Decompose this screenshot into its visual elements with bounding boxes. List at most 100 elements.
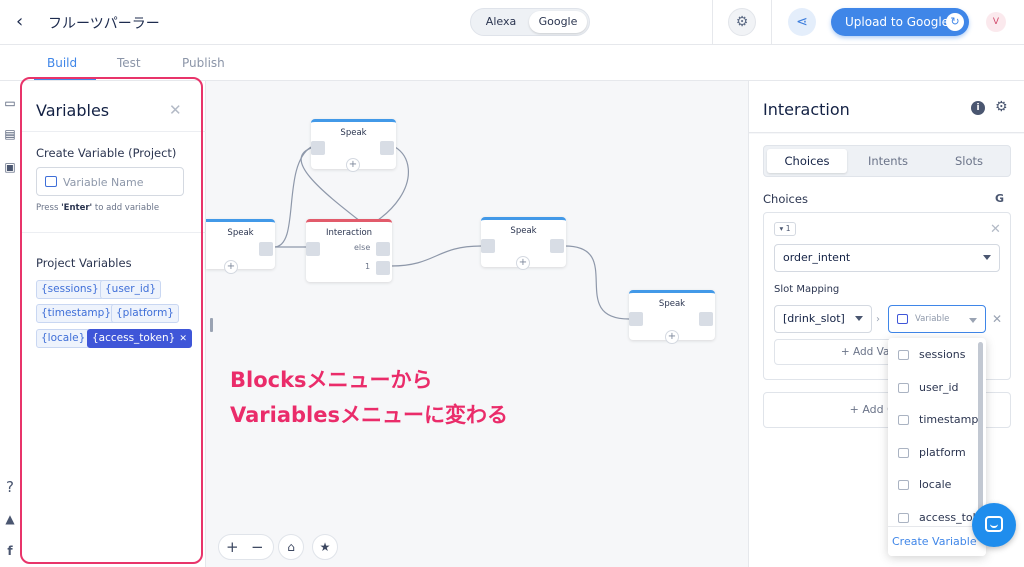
close-icon[interactable]: ✕	[169, 101, 182, 119]
variable-chip-selected[interactable]: {access_token}✕	[87, 329, 192, 348]
speak-block[interactable]: Speak +	[481, 217, 566, 270]
chat-support-button[interactable]	[972, 503, 1016, 547]
output-port[interactable]	[550, 239, 564, 253]
dropdown-footer: Create Variable	[888, 526, 986, 556]
output-port[interactable]	[699, 312, 713, 326]
panel-resize-handle[interactable]	[210, 318, 213, 332]
variable-icon	[898, 350, 909, 360]
tab-intents[interactable]: Intents	[867, 154, 909, 168]
variable-icon	[898, 383, 909, 393]
speak-block[interactable]: Speak +	[629, 290, 715, 344]
choice-number-dropdown[interactable]: ▾ 1	[774, 222, 796, 236]
slot-select[interactable]: [drink_slot]	[774, 305, 872, 333]
speak-block[interactable]: Speak +	[311, 119, 396, 172]
block-title: Interaction	[325, 228, 373, 238]
platform-google-button[interactable]: Google	[529, 11, 587, 33]
platform-toggle[interactable]: Alexa Google	[470, 8, 590, 36]
choices-label: Choices	[763, 192, 808, 206]
chevron-down-icon	[983, 255, 991, 260]
block-title: Speak	[510, 226, 537, 236]
avatar[interactable]: V	[986, 12, 1006, 32]
remove-icon[interactable]: ✕	[179, 334, 187, 344]
output-port[interactable]	[380, 141, 394, 155]
add-step-icon[interactable]: +	[516, 256, 530, 270]
dropdown-option[interactable]: access_token	[888, 502, 986, 534]
help-icon[interactable]: ?	[6, 478, 14, 496]
flow-canvas[interactable]: Speak + Speak + Interaction else 1 Speak…	[206, 81, 748, 567]
tab-slots[interactable]: Slots	[954, 154, 984, 168]
input-port[interactable]	[311, 141, 325, 155]
active-tab-indicator	[34, 78, 96, 80]
gear-icon[interactable]: ⚙	[995, 99, 1008, 115]
chevron-right-icon: ›	[876, 314, 880, 325]
star-icon[interactable]: ★	[312, 534, 338, 560]
variable-icon	[898, 415, 909, 425]
input-port[interactable]	[629, 312, 643, 326]
graduation-cap-icon[interactable]: ▲	[5, 512, 15, 526]
variable-icon	[898, 513, 909, 523]
monitor-icon[interactable]: ▭	[4, 96, 16, 110]
zoom-out-button[interactable]: −	[251, 538, 264, 556]
tab-test[interactable]: Test	[117, 56, 141, 70]
variable-name-field[interactable]	[36, 167, 184, 196]
variable-chip[interactable]: {locale}	[36, 329, 91, 348]
dropdown-option[interactable]: user_id	[888, 372, 976, 404]
speak-block[interactable]: Speak +	[206, 219, 275, 274]
chat-icon	[985, 516, 1003, 532]
dropdown-scrollbar[interactable]	[978, 342, 983, 518]
choice-port-label: 1	[365, 262, 371, 271]
facebook-icon[interactable]: f	[7, 544, 13, 558]
close-icon[interactable]: ✕	[990, 222, 1001, 237]
variable-chip[interactable]: {platform}	[111, 304, 179, 323]
add-step-icon[interactable]: +	[346, 158, 360, 172]
left-rail: ▭ ▤ ▣ ? ▲ f	[0, 81, 20, 567]
platform-alexa-button[interactable]: Alexa	[485, 15, 517, 28]
dropdown-option[interactable]: platform	[888, 437, 976, 469]
share-icon[interactable]: ⋖	[788, 8, 816, 36]
tab-choices[interactable]: Choices	[767, 149, 847, 173]
library-icon[interactable]: ▤	[4, 127, 16, 141]
variable-dropdown-menu: sessions user_id timestamp platform loca…	[888, 338, 986, 556]
intent-select[interactable]: order_intent	[774, 244, 1000, 272]
else-port-label: else	[354, 243, 371, 252]
google-icon: G	[995, 192, 1005, 205]
create-variable-link[interactable]: Create Variable	[892, 535, 977, 548]
variable-chip[interactable]: {user_id}	[100, 280, 162, 299]
info-icon[interactable]: i	[971, 101, 985, 115]
project-variables-label: Project Variables	[36, 256, 132, 270]
variable-select[interactable]: Variable	[888, 305, 986, 333]
interaction-block[interactable]: Interaction else 1	[306, 219, 392, 282]
tab-build[interactable]: Build	[47, 56, 78, 70]
home-icon[interactable]: ⌂	[278, 534, 304, 560]
create-variable-label: Create Variable (Project)	[36, 146, 177, 160]
input-port[interactable]	[481, 239, 495, 253]
upload-button-label: Upload to Google	[845, 15, 950, 29]
chevron-down-icon	[855, 316, 863, 321]
dropdown-option[interactable]: timestamp	[888, 404, 978, 436]
choice-output-port[interactable]	[376, 261, 390, 275]
upload-button[interactable]: Upload to Google ↻	[831, 8, 969, 36]
zoom-in-button[interactable]: +	[226, 538, 239, 556]
add-step-icon[interactable]: +	[665, 330, 679, 344]
input-port[interactable]	[306, 242, 320, 256]
remove-mapping-icon[interactable]: ✕	[992, 312, 1003, 326]
variable-name-input[interactable]	[63, 174, 179, 190]
zoom-controls: + −	[218, 534, 274, 560]
gear-icon[interactable]: ⚙	[728, 8, 756, 36]
dropdown-option[interactable]: locale	[888, 469, 976, 501]
else-output-port[interactable]	[376, 242, 390, 256]
tab-publish[interactable]: Publish	[182, 56, 225, 70]
divider	[712, 0, 713, 45]
project-title: フルーツパーラー	[48, 16, 160, 32]
divider	[20, 232, 206, 233]
variable-chip[interactable]: {sessions}	[36, 280, 104, 299]
variables-icon[interactable]: ▣	[4, 160, 16, 174]
add-step-icon[interactable]: +	[224, 260, 238, 274]
enter-hint: Press 'Enter' to add variable	[36, 203, 160, 213]
top-bar: ‹ フルーツパーラー Alexa Google ⚙ ⋖ Upload to Go…	[0, 0, 1024, 45]
variable-chip[interactable]: {timestamp}	[36, 304, 116, 323]
output-port[interactable]	[259, 242, 273, 256]
intent-value: order_intent	[783, 251, 851, 264]
dropdown-option[interactable]: sessions	[888, 339, 976, 371]
back-arrow-icon[interactable]: ‹	[16, 11, 24, 32]
